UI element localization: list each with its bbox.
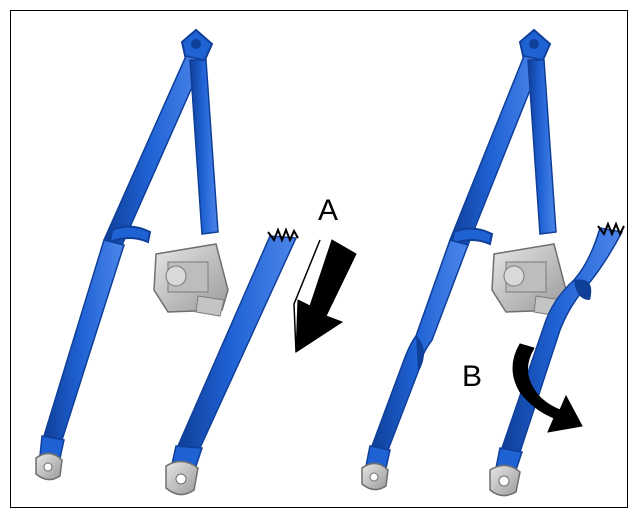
bottom-anchor-right-2 <box>489 447 523 497</box>
retractor-strap-right <box>527 59 557 235</box>
retractor-mechanism-right <box>491 243 567 317</box>
top-anchor-right <box>518 28 552 64</box>
lower-strap-left <box>43 239 125 441</box>
label-a: A <box>318 194 338 227</box>
guide-ring-right <box>450 227 494 246</box>
bottom-anchor-right-1 <box>361 445 391 491</box>
shoulder-strap-left <box>102 55 206 246</box>
shoulder-strap-right <box>448 55 544 246</box>
retractor-strap-left <box>189 59 219 235</box>
arrow-b-twist-icon <box>512 343 583 433</box>
label-b: B <box>462 360 482 393</box>
belt-assembly-right <box>361 28 625 497</box>
retractor-mechanism-left <box>153 243 229 317</box>
bottom-anchor-left-1 <box>35 435 65 481</box>
belt-assembly-left <box>35 28 299 496</box>
guide-ring-left <box>108 225 152 244</box>
arrow-a-straight-down-icon <box>293 239 357 353</box>
bottom-anchor-left-2 <box>165 445 204 496</box>
